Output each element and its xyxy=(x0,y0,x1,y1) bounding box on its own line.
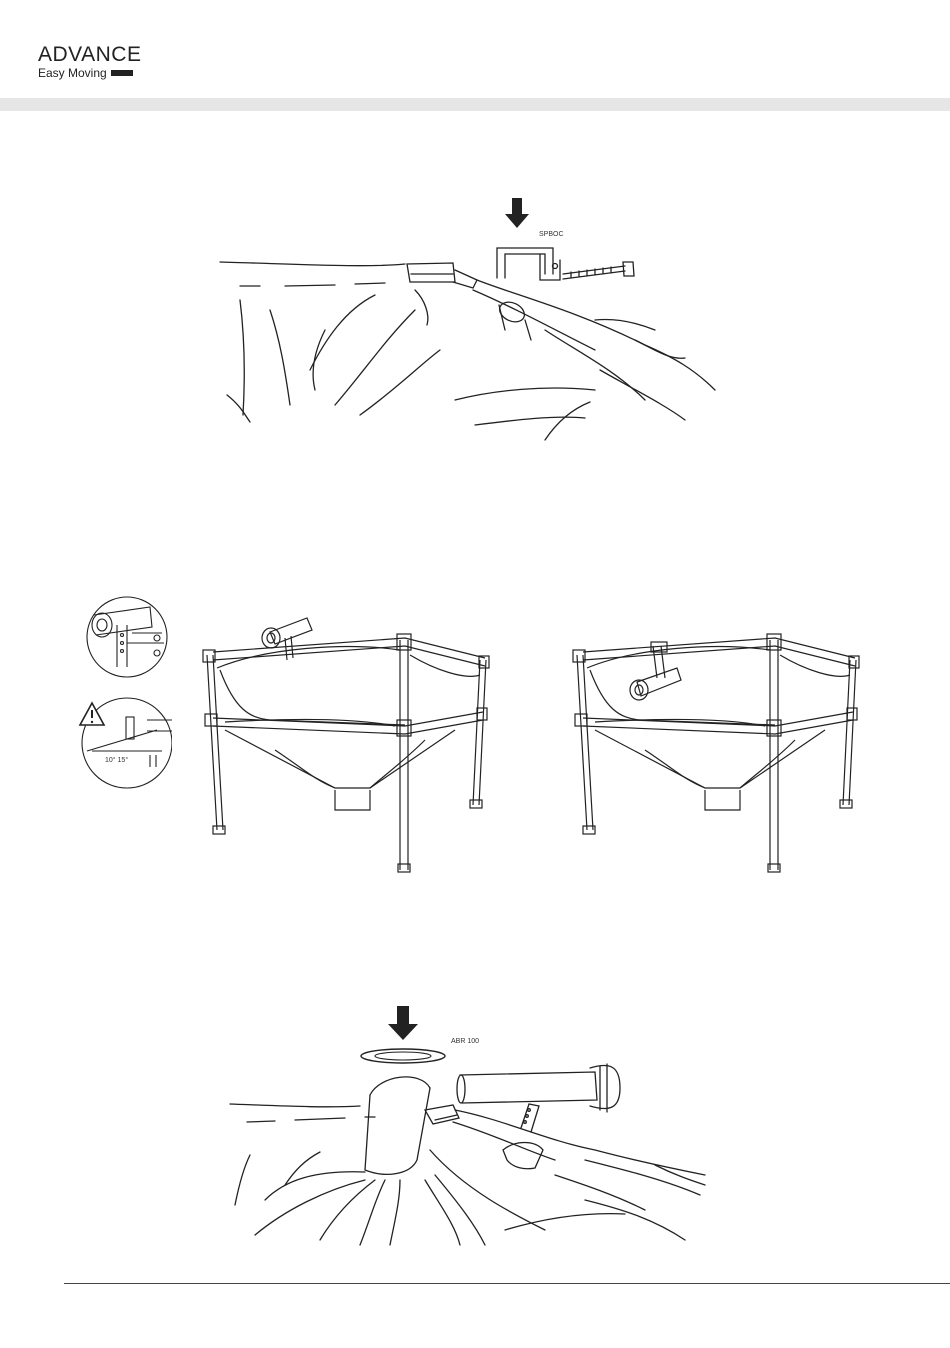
down-arrow-icon xyxy=(505,198,529,228)
detail-drawings: 10° 15° xyxy=(72,585,172,795)
down-arrow-icon xyxy=(388,1006,418,1040)
angle-label: 10° 15° xyxy=(105,756,128,764)
ring-install-drawing: ABR 100 xyxy=(225,1000,725,1255)
header-band xyxy=(0,98,950,111)
frame-left-drawing xyxy=(195,600,495,880)
figure-clip-install: SPBOC xyxy=(215,190,735,460)
figure-frame-right xyxy=(565,600,865,880)
figure-ring-install: ABR 100 xyxy=(225,1000,725,1255)
clip-install-drawing: SPBOC xyxy=(215,190,735,460)
ring-part-label: ABR 100 xyxy=(451,1038,479,1045)
footer-rule xyxy=(64,1283,950,1284)
clip-part-label: SPBOC xyxy=(539,231,564,238)
figure-frame-left xyxy=(195,600,495,880)
brand-name: ADVANCE xyxy=(38,44,141,66)
logo-bar xyxy=(111,70,133,76)
brand-logo: ADVANCE Easy Moving xyxy=(38,44,141,80)
abr-ring xyxy=(361,1049,445,1063)
brand-tagline: Easy Moving xyxy=(38,66,107,80)
frame-right-drawing xyxy=(565,600,865,880)
figure-detail-circles: 10° 15° xyxy=(72,585,172,795)
